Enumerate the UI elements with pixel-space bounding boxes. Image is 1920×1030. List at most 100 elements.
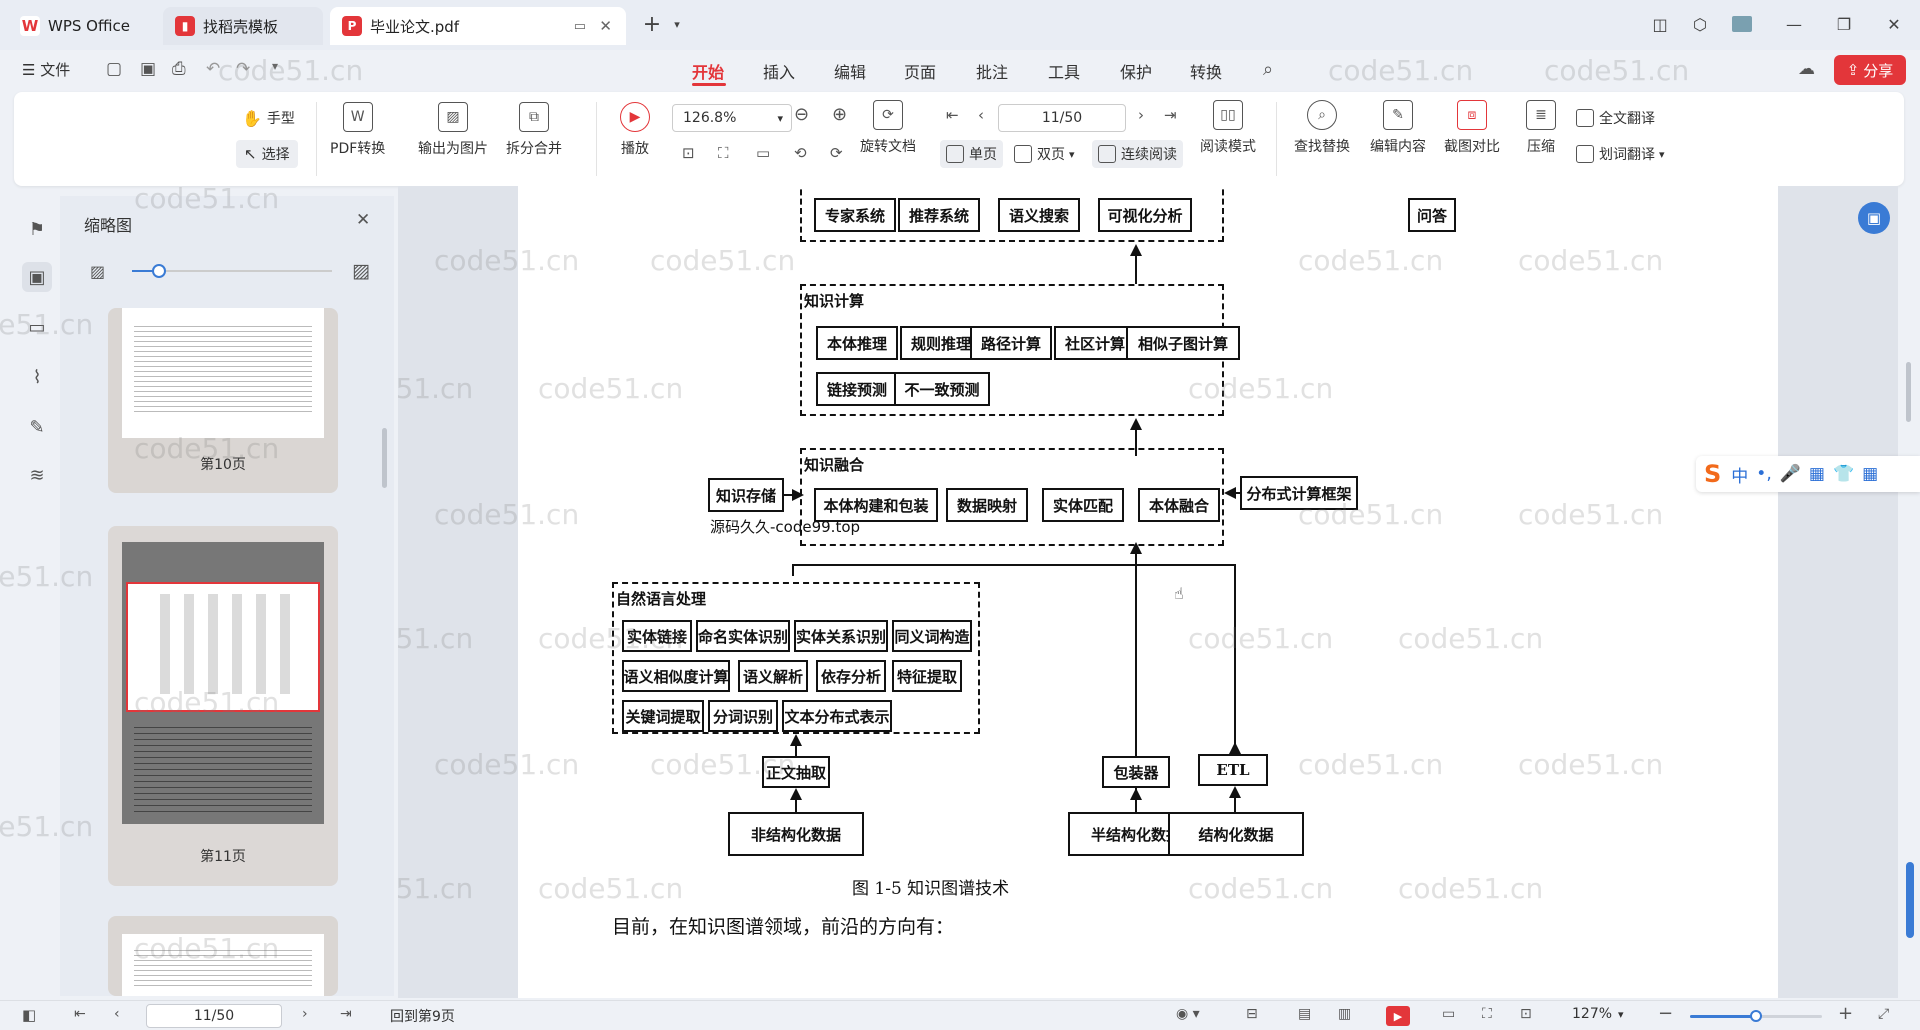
double-view-icon[interactable]: ▥ (1338, 1006, 1352, 1022)
next-page-icon[interactable]: › (1138, 106, 1144, 124)
zoom-in-icon[interactable]: ⊕ (832, 104, 848, 125)
play-icon[interactable]: ▶ (1386, 1006, 1410, 1026)
fit-page-icon[interactable]: ⛶ (718, 144, 729, 162)
fullscreen-icon[interactable]: ⤢ (1878, 1006, 1890, 1022)
input-method-toolbar[interactable]: S 中 •, 🎤 ▦ 👕 ▦ (1696, 456, 1920, 492)
continuous-view-icon[interactable]: ⊟ (1246, 1006, 1258, 1022)
print-icon[interactable]: ⎙ (172, 59, 186, 79)
keyboard-icon[interactable]: ▦ (1808, 464, 1825, 484)
zoom-level[interactable]: 127%▾ (1572, 1006, 1624, 1022)
find-replace-button[interactable]: ⌕查找替换 (1294, 100, 1350, 156)
thumbnail-page-12[interactable] (108, 916, 338, 996)
redo-icon[interactable]: ↷ (236, 59, 251, 79)
maximize-icon[interactable]: ❐ (1836, 14, 1852, 34)
tab-edit[interactable]: 编辑 (834, 63, 867, 82)
zoom-out-icon[interactable]: − (1658, 1003, 1674, 1024)
tab-page[interactable]: 页面 (904, 63, 937, 82)
edit-content-button[interactable]: ✎编辑内容 (1370, 100, 1426, 156)
actual-size-icon[interactable]: ⊡ (1520, 1006, 1532, 1022)
continuous-read-button[interactable]: 连续阅读 (1092, 140, 1183, 168)
compress-button[interactable]: ≣压缩 (1526, 100, 1556, 156)
first-page-icon[interactable]: ⇤ (946, 106, 959, 124)
hand-tool-button[interactable]: ✋手型 (242, 108, 295, 128)
thumbnail-page-11[interactable]: 第11页 (108, 526, 338, 886)
window-mode-icon[interactable]: ▭ (573, 18, 586, 34)
read-mode-button[interactable]: ▯▯阅读模式 (1200, 100, 1256, 156)
avatar[interactable] (1730, 12, 1754, 36)
save-icon[interactable]: ▣ (140, 59, 157, 79)
tab-convert[interactable]: 转换 (1190, 63, 1223, 82)
zoom-select[interactable]: 126.8%▾ (672, 104, 792, 132)
fit-width-icon[interactable]: ▭ (1442, 1006, 1456, 1022)
chinese-mode-icon[interactable]: 中 (1731, 466, 1749, 487)
chevron-down-icon[interactable]: ▾ (674, 17, 680, 31)
microphone-icon[interactable]: 🎤 (1779, 464, 1801, 484)
layers-icon[interactable]: ≋ (29, 464, 45, 486)
last-page-icon[interactable]: ⇥ (340, 1006, 352, 1022)
close-panel-icon[interactable]: ✕ (356, 210, 371, 230)
toggle-sidebar-icon[interactable]: ◧ (22, 1006, 37, 1024)
search-icon[interactable]: ⌕ (1263, 59, 1274, 80)
status-page-input[interactable]: 11/50 (146, 1004, 282, 1028)
layout-icon[interactable]: ◫ (1652, 14, 1668, 34)
tab-pdf-document[interactable]: P 毕业论文.pdf ▭ ✕ (330, 7, 626, 45)
cloud-icon[interactable]: ☁ (1798, 59, 1815, 79)
play-button[interactable]: ▶播放 (620, 102, 650, 158)
close-window-icon[interactable]: ✕ (1887, 14, 1901, 34)
quick-access-chevron-icon[interactable]: ▾ (272, 59, 279, 73)
signature-icon[interactable]: ✎ (29, 416, 45, 438)
word-translate-button[interactable]: 划词翻译▾ (1576, 140, 1665, 168)
thumbnail-scrollbar[interactable] (382, 428, 387, 488)
first-page-icon[interactable]: ⇤ (74, 1006, 86, 1022)
tab-insert[interactable]: 插入 (763, 63, 796, 82)
tab-annotate[interactable]: 批注 (976, 63, 1009, 82)
rotate-right-icon[interactable]: ⟳ (830, 144, 843, 162)
close-tab-icon[interactable]: ✕ (599, 17, 612, 35)
thumbnail-size-slider[interactable] (132, 264, 332, 278)
zoom-out-icon[interactable]: ⊖ (794, 104, 810, 125)
floating-assistant-icon[interactable]: ▣ (1858, 202, 1890, 234)
single-view-icon[interactable]: ▤ (1298, 1006, 1312, 1022)
tab-start[interactable]: 开始 (692, 63, 725, 82)
export-image-button[interactable]: ▨输出为图片 (418, 102, 488, 158)
single-page-button[interactable]: 单页 (940, 140, 1003, 168)
zoom-slider[interactable] (1690, 1010, 1822, 1022)
last-page-icon[interactable]: ⇥ (1164, 106, 1177, 124)
comment-icon[interactable]: ▭ (28, 316, 46, 338)
punctuation-icon[interactable]: •, (1756, 464, 1772, 484)
next-page-icon[interactable]: › (302, 1006, 308, 1022)
fit-page-icon[interactable]: ⛶ (1482, 1006, 1492, 1022)
tab-wps-office[interactable]: W WPS Office (20, 16, 130, 36)
tab-protect[interactable]: 保护 (1120, 63, 1153, 82)
double-page-button[interactable]: 双页▾ (1014, 140, 1075, 168)
zoom-in-icon[interactable]: + (1838, 1003, 1854, 1024)
tab-template[interactable]: ▮ 找稻壳模板 (163, 7, 323, 45)
new-tab-icon[interactable]: + (642, 11, 662, 37)
rotate-document-button[interactable]: ⟳旋转文档 (860, 100, 916, 156)
thumbnail-page-10[interactable]: 第10页 (108, 308, 338, 493)
menu-file[interactable]: ☰ 文件 (22, 61, 71, 79)
rotate-left-icon[interactable]: ⟲ (794, 144, 807, 162)
prev-page-icon[interactable]: ‹ (114, 1006, 120, 1022)
cube-icon[interactable]: ⬡ (1693, 14, 1707, 34)
skin-icon[interactable]: 👕 (1832, 464, 1855, 484)
scroll-position-marker[interactable] (1906, 862, 1914, 938)
fit-width-icon[interactable]: ▭ (756, 144, 771, 162)
attachment-icon[interactable]: ⌇ (32, 366, 42, 388)
bookmark-icon[interactable]: ⚑ (28, 218, 46, 240)
zoom-slider-handle[interactable] (1750, 1010, 1762, 1022)
document-scrollbar[interactable] (1906, 362, 1911, 422)
share-button[interactable]: ⇪分享 (1834, 55, 1906, 85)
prev-page-icon[interactable]: ‹ (978, 106, 984, 124)
split-merge-button[interactable]: ⧉拆分合并 (506, 102, 562, 158)
apps-icon[interactable]: ▦ (1862, 464, 1879, 484)
actual-size-icon[interactable]: ⊡ (682, 144, 695, 162)
minimize-icon[interactable]: — (1786, 14, 1802, 34)
full-translate-button[interactable]: 全文翻译 (1576, 104, 1655, 132)
slider-handle[interactable] (152, 264, 166, 278)
folder-icon[interactable]: ▢ (106, 59, 123, 79)
undo-icon[interactable]: ↶ (206, 59, 221, 79)
eye-icon[interactable]: ◉ ▾ (1176, 1006, 1200, 1022)
page-number-input[interactable]: 11/50 (998, 104, 1126, 132)
